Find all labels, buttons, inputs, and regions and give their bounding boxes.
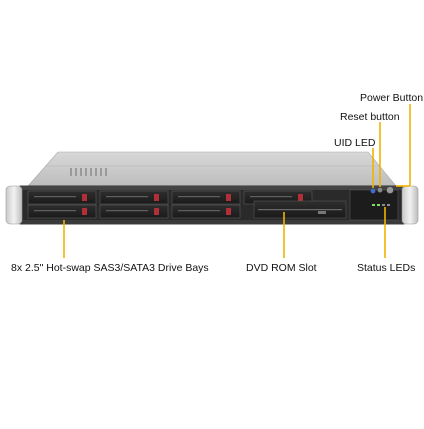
drive-latch[interactable] [154, 194, 159, 201]
reset-button[interactable] [377, 187, 383, 193]
drive-bay [99, 190, 169, 205]
power-button-label: Power Button [360, 92, 424, 104]
drive-latch[interactable] [82, 208, 87, 215]
drive-tray-grille [106, 196, 148, 198]
drive-tray-grille [34, 196, 76, 198]
drive-latch[interactable] [226, 208, 231, 215]
uid-led [370, 188, 376, 194]
drive-bay [171, 204, 241, 219]
status-leds [372, 204, 390, 206]
drive-tray-grille [178, 210, 220, 212]
reset-button-label: Reset button [340, 111, 400, 123]
left-rack-ear [5, 185, 23, 225]
front-panel-top-strip [20, 186, 404, 190]
drive-bay [27, 204, 97, 219]
drive-tray-grille [178, 196, 220, 198]
uid-led-label: UID LED [334, 137, 376, 149]
dvd-rom-tray-line [258, 209, 342, 211]
drive-tray-grille [106, 210, 148, 212]
drive-latch[interactable] [298, 194, 303, 201]
drive-bay [27, 190, 97, 205]
drive-bay [171, 190, 241, 205]
power-button[interactable] [386, 186, 394, 194]
callout-lines [63, 104, 411, 258]
drive-bays [27, 190, 313, 219]
chassis-lid [27, 151, 397, 187]
drive-latch[interactable] [82, 194, 87, 201]
drive-latch[interactable] [154, 208, 159, 215]
lid-vents [70, 168, 107, 176]
front-panel-bottom-strip [20, 220, 404, 224]
dvd-rom-button [318, 211, 326, 214]
status-leds-label: Status LEDs [357, 262, 416, 274]
drive-bay [99, 204, 169, 219]
drive-bays-label: 8x 2.5" Hot-swap SAS3/SATA3 Drive Bays [11, 262, 209, 274]
right-rack-ear [401, 185, 419, 225]
drive-tray-grille [34, 210, 76, 212]
drive-latch[interactable] [226, 194, 231, 201]
drive-tray-grille [250, 196, 292, 198]
dvd-rom-slot-label: DVD ROM Slot [246, 262, 317, 274]
